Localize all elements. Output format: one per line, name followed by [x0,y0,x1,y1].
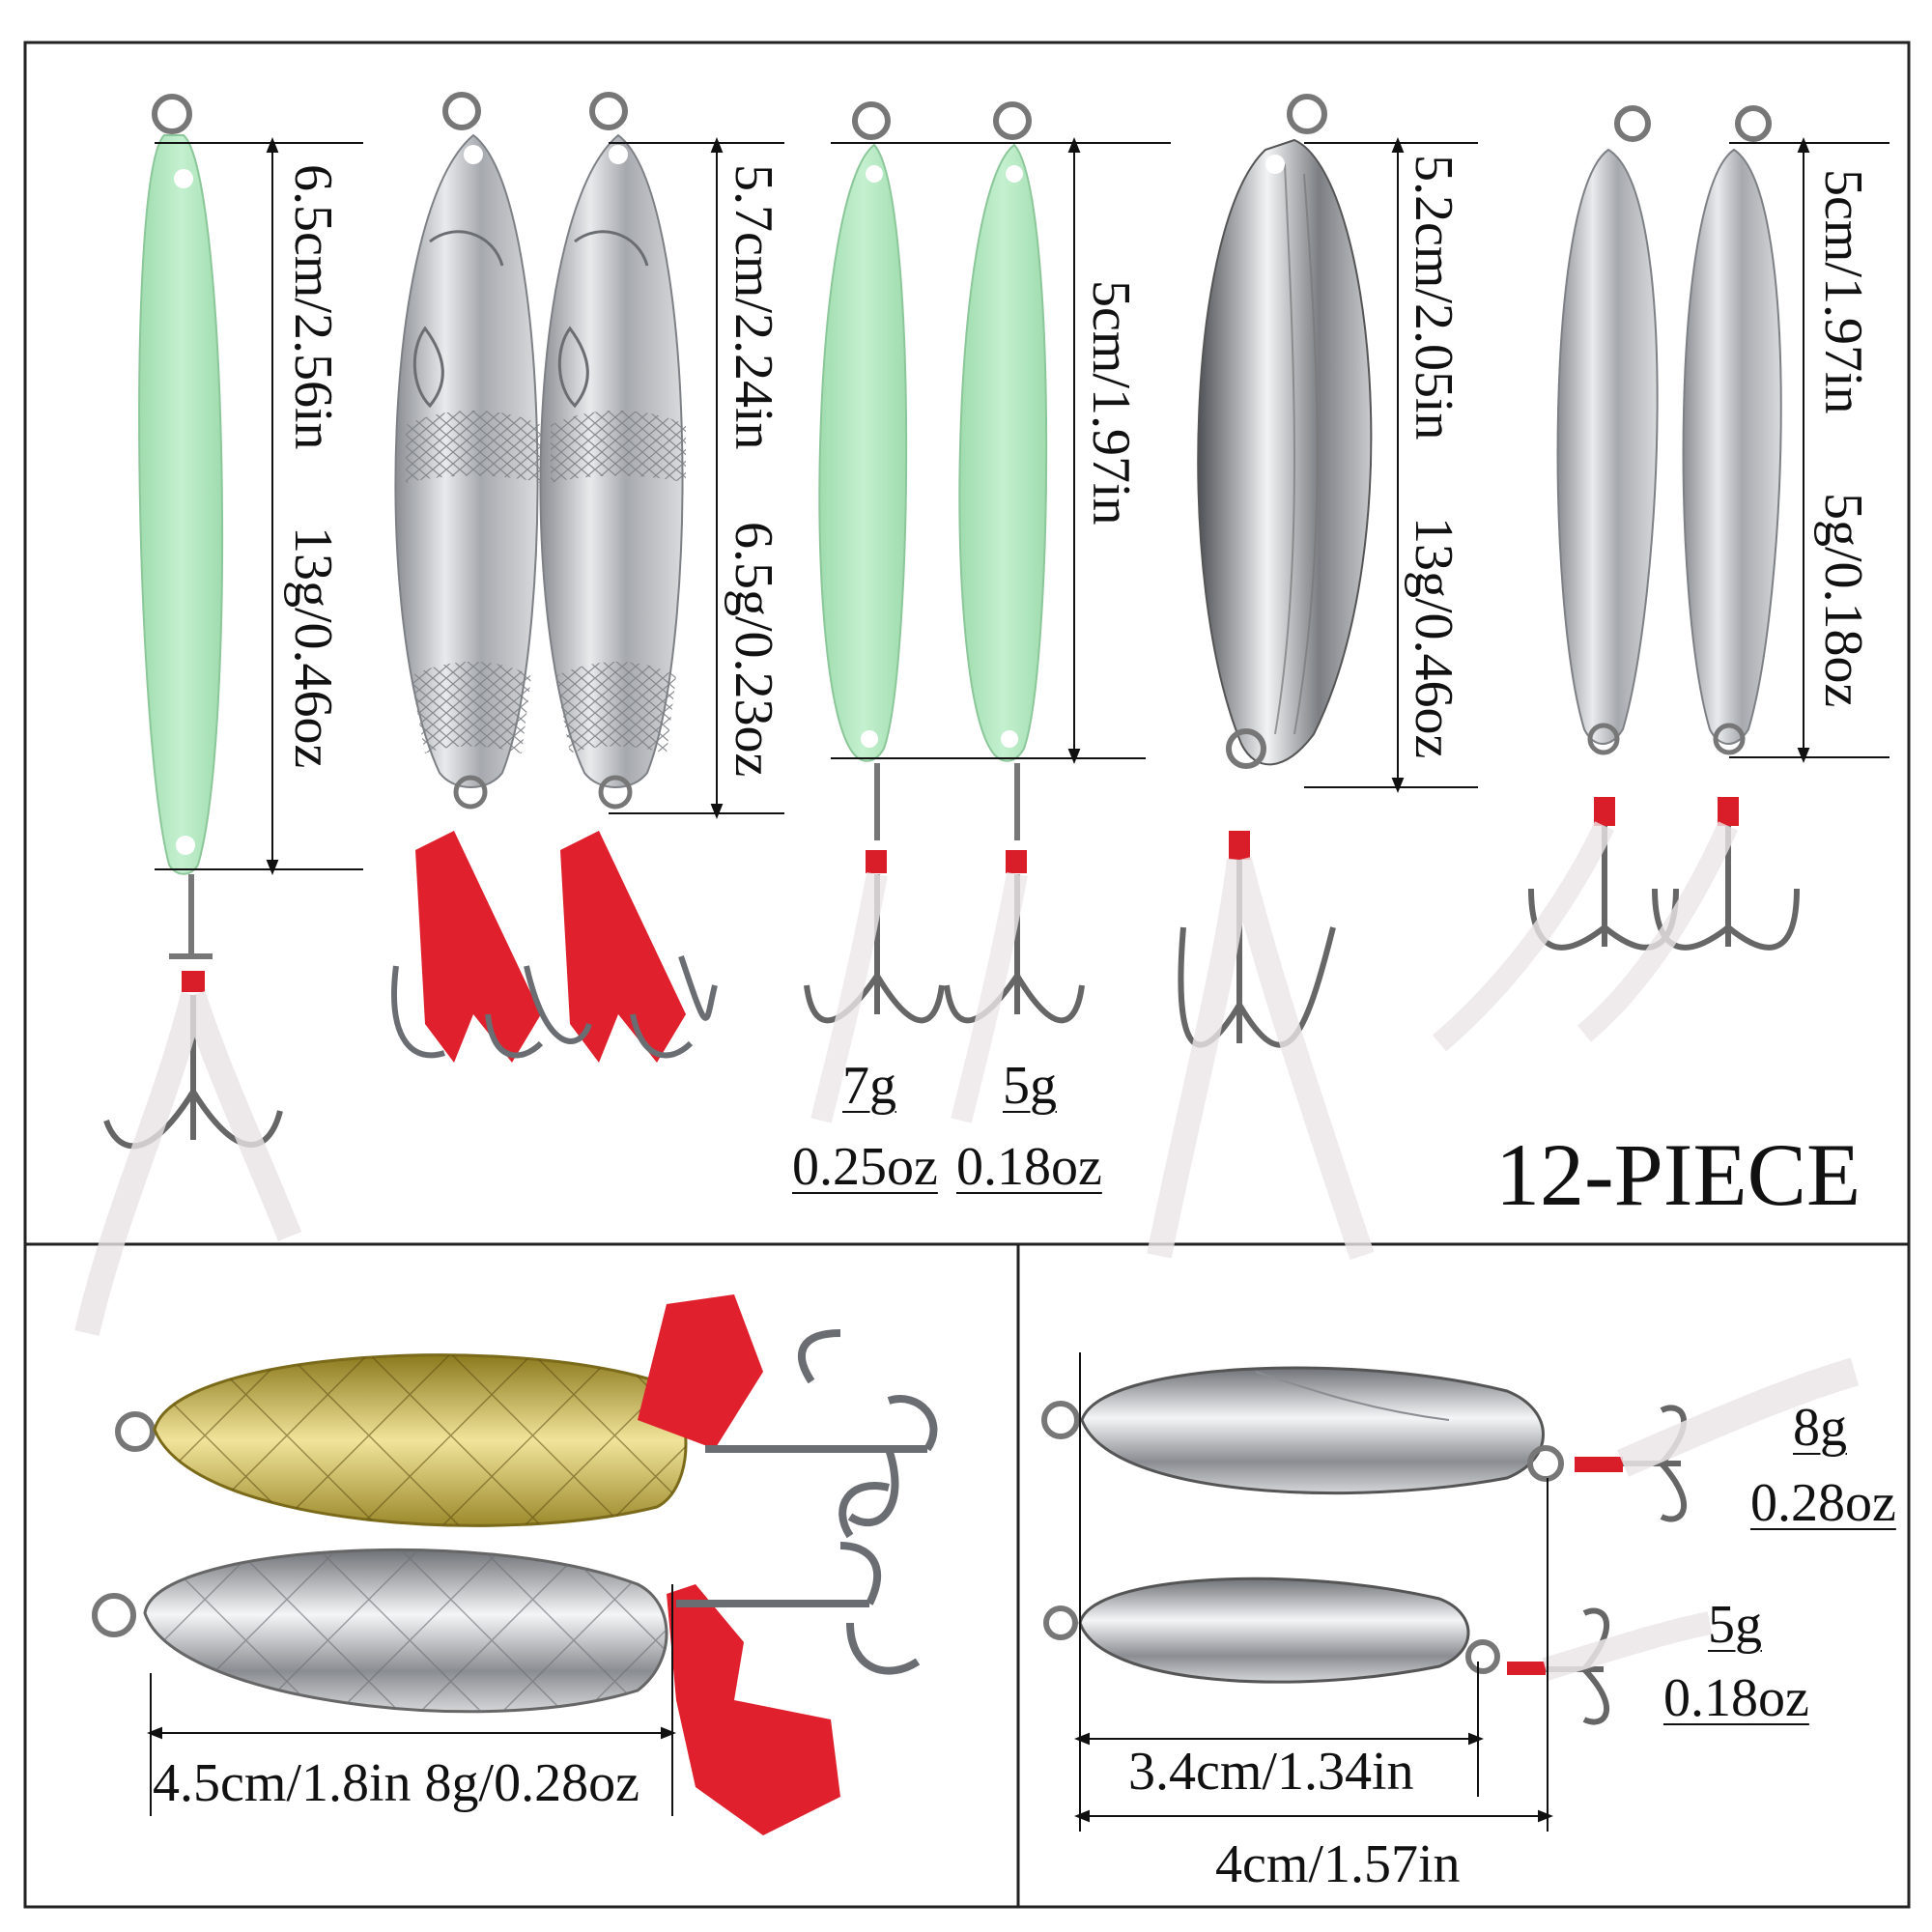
glow-pair-weight-b-oz: 0.18oz [956,1137,1102,1197]
fish-spoon-pair [391,92,718,1063]
large-spoon-length-label: 4cm/1.57in [1215,1834,1461,1894]
small-spoon-length-label: 3.4cm/1.34in [1128,1742,1414,1802]
small-spoon-weight-oz: 0.18oz [1663,1668,1809,1728]
glow-pair-weight-a: 7g [842,1056,896,1116]
silver-wide-weight-label: 13g/0.46oz [1404,517,1463,759]
large-spoon-weight-oz: 0.28oz [1750,1473,1896,1533]
bottom-right-panel-border [1016,1242,1911,1909]
fish-pair-length-label: 5.7cm/2.24in [724,164,783,450]
glow-pair-weight-b: 5g [1003,1056,1057,1116]
piece-count-title: 12-PIECE [1495,1125,1861,1224]
silver-slim-weight-label: 5g/0.18oz [1813,493,1873,708]
silver-slim-lure-pair [1432,105,1800,1052]
glow-long-weight-label: 13g/0.46oz [283,526,343,769]
glow-pair-length-label: 5cm/1.97in [1081,280,1141,526]
chrome-spoon-pair [1041,1357,1860,1725]
pineapple-spoon-label: 4.5cm/1.8in 8g/0.28oz [153,1753,639,1813]
glow-lure-pair [804,101,1085,1123]
large-spoon-weight: 8g [1793,1398,1847,1458]
glow-long-length-label: 6.5cm/2.56in [283,164,343,450]
dimension-lines [147,137,1889,1832]
glow-pair-weight-a-oz: 0.25oz [792,1137,938,1197]
small-spoon-weight: 5g [1708,1595,1762,1655]
pineapple-spoon-pair [92,1294,938,1835]
fish-pair-weight-label: 6.5g/0.23oz [724,522,783,778]
silver-wide-length-label: 5.2cm/2.05in [1404,155,1463,440]
glow-long-lure [74,94,302,1336]
silver-slim-length-label: 5cm/1.97in [1813,169,1873,414]
silver-wide-lure [1147,94,1375,1261]
